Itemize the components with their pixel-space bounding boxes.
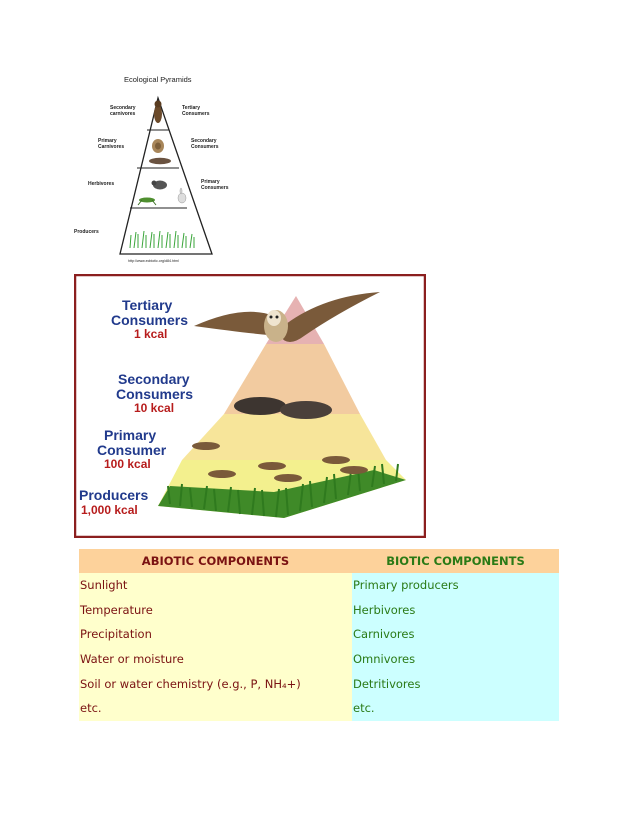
abiotic-cell: Temperature <box>79 597 352 623</box>
biotic-cell: Detritivores <box>352 671 559 696</box>
abiotic-cell: Precipitation <box>79 622 352 647</box>
table-row: Water or moisture Omnivores <box>79 646 559 672</box>
pyramid-outline <box>119 95 213 255</box>
abiotic-header: ABIOTIC COMPONENTS <box>79 549 352 573</box>
left-label-4: Producers <box>74 229 99 235</box>
ecological-pyramid-diagram: Ecological Pyramids Secondary carnivores… <box>72 70 242 265</box>
right-label-2: Secondary <box>191 138 217 144</box>
rabbit-icon <box>177 187 187 204</box>
table-row: Precipitation Carnivores <box>79 622 559 647</box>
left-label-1: Secondary <box>110 105 136 111</box>
left-label-3: Herbivores <box>88 181 114 187</box>
abiotic-cell: Sunlight <box>79 573 352 598</box>
biotic-cell: Omnivores <box>352 646 559 672</box>
source-url: http://www.ecbiotic.org/d84.html <box>128 259 179 263</box>
right-label-3b: Consumers <box>201 185 229 191</box>
energy-pyramid-figure: Tertiary Consumers 1 kcal Secondary Cons… <box>73 273 427 539</box>
table-row: etc. etc. <box>79 695 559 721</box>
biotic-cell: etc. <box>352 695 559 721</box>
biotic-cell: Herbivores <box>352 597 559 623</box>
owl-icon <box>194 292 380 342</box>
pyramid-tier-secondary <box>224 344 360 414</box>
abiotic-cell: Water or moisture <box>79 646 352 672</box>
level-name-secondary-2: Consumers <box>116 386 193 402</box>
left-label-1b: carnivores <box>110 111 136 117</box>
table-row: Temperature Herbivores <box>79 597 559 623</box>
level-name-tertiary: Tertiary <box>122 297 173 313</box>
biotic-cell: Primary producers <box>352 573 559 598</box>
table-header-row: ABIOTIC COMPONENTS BIOTIC COMPONENTS <box>79 549 559 573</box>
level-name-producers: Producers <box>79 487 148 503</box>
level-energy-producers: 1,000 kcal <box>81 503 138 517</box>
right-label-1b: Consumers <box>182 111 210 117</box>
abiotic-cell: Soil or water chemistry (e.g., P, NH₄+) <box>79 671 352 696</box>
owl-icon <box>154 100 162 123</box>
left-label-2: Primary <box>98 138 117 144</box>
level-name-tertiary-2: Consumers <box>111 312 188 328</box>
right-label-2b: Consumers <box>191 144 219 150</box>
mouse-icon <box>151 180 167 190</box>
right-label-3: Primary <box>201 179 220 185</box>
pyramid-tier-primary <box>182 414 386 460</box>
right-label-1: Tertiary <box>182 105 200 111</box>
diagram-title: Ecological Pyramids <box>124 75 192 84</box>
table-row: Soil or water chemistry (e.g., P, NH₄+) … <box>79 671 559 696</box>
level-name-primary: Primary <box>104 427 156 443</box>
level-name-secondary: Secondary <box>118 371 190 387</box>
level-energy-tertiary: 1 kcal <box>134 327 167 341</box>
mole-icon <box>234 397 332 419</box>
level-name-primary-2: Consumer <box>97 442 167 458</box>
table-row: Sunlight Primary producers <box>79 573 559 598</box>
grass-icon <box>129 230 195 249</box>
snake-icon <box>152 139 164 153</box>
grass-icon <box>158 463 406 518</box>
biotic-header: BIOTIC COMPONENTS <box>352 549 559 573</box>
mole-icon <box>149 157 171 165</box>
level-energy-primary: 100 kcal <box>104 457 151 471</box>
left-label-2b: Carnivores <box>98 144 124 150</box>
biotic-cell: Carnivores <box>352 622 559 647</box>
grasshopper-icon <box>137 197 157 206</box>
level-energy-secondary: 10 kcal <box>134 401 174 415</box>
abiotic-cell: etc. <box>79 695 352 721</box>
grasshopper-icon <box>192 442 368 482</box>
ecosystem-components-table: ABIOTIC COMPONENTS BIOTIC COMPONENTS Sun… <box>79 549 559 721</box>
